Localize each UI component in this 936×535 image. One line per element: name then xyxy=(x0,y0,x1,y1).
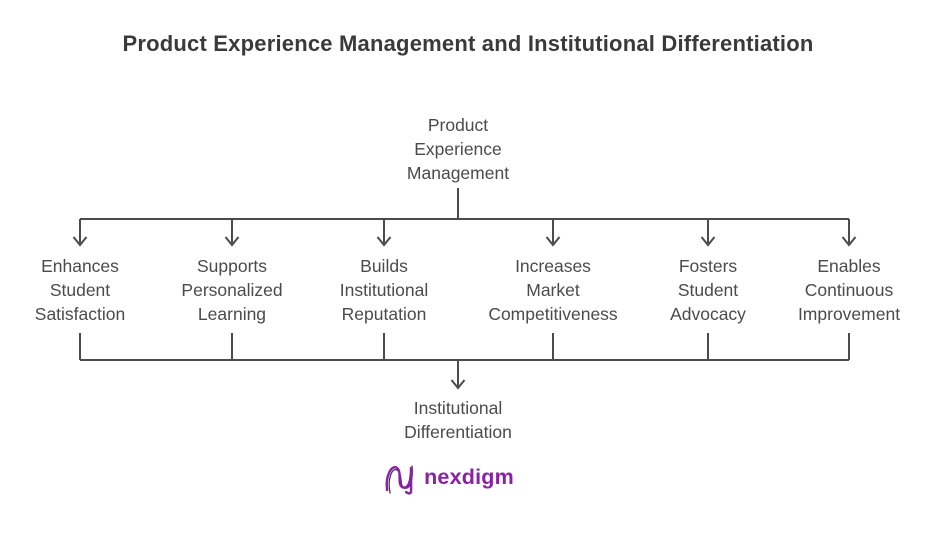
branch-node-fosters-student-advocacy: Fosters Student Advocacy xyxy=(670,256,746,324)
branch-node-enhances-student-satisfaction: Enhances Student Satisfaction xyxy=(34,256,126,324)
branch-node-enables-continuous-improvement: Enables Continuous Improvement xyxy=(797,256,901,324)
branch-node-increases-market-competitiveness: Increases Market Competitiveness xyxy=(488,256,618,324)
diagram-title: Product Experience Management and Instit… xyxy=(122,31,814,56)
result-node-institutional-differentiation: Institutional Differentiation xyxy=(404,398,512,442)
brand-wordmark: nexdigm xyxy=(424,465,514,489)
brand-logo: nexdigm xyxy=(384,459,514,496)
tree-edges xyxy=(72,188,857,390)
branch-node-supports-personalized-learning: Supports Personalized Learning xyxy=(181,256,283,324)
nexdigm-wave-icon xyxy=(385,465,413,495)
branch-node-builds-institutional-reputation: Builds Institutional Reputation xyxy=(339,256,429,324)
root-node-product-experience-management: Product Experience Management xyxy=(406,115,510,183)
